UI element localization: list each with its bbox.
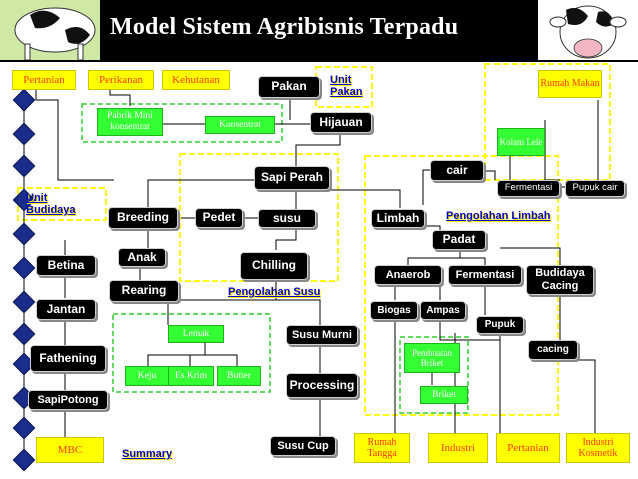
- cow-image-left: [0, 0, 100, 60]
- node-susu: susu: [258, 209, 316, 228]
- node-pedet: Pedet: [195, 208, 243, 228]
- node-industri: Industri: [428, 433, 488, 463]
- node-mbc: MBC: [36, 437, 104, 463]
- node-kolam-lele: Kolam Lele: [497, 128, 545, 156]
- node-sapipotong: SapiPotong: [28, 390, 108, 410]
- node-limbah: Limbah: [371, 209, 425, 228]
- node-anaerob: Anaerob: [374, 265, 442, 285]
- title-bar: [0, 0, 638, 62]
- label-pengolahan-limbah: Pengolahan Limbah: [446, 210, 551, 222]
- node-sapi-perah: Sapi Perah: [254, 166, 330, 190]
- node-chilling: Chilling: [240, 252, 308, 280]
- node-hijauan: Hijauan: [310, 112, 372, 133]
- node-pupuk: Pupuk: [476, 316, 524, 334]
- node-jantan: Jantan: [36, 299, 96, 320]
- node-rumah-tangga: Rumah Tangga: [354, 433, 410, 463]
- node-cacing: cacing: [528, 340, 578, 360]
- node-rumah-makan: Rumah Makan: [538, 70, 602, 98]
- node-es-krim: Es Krim: [168, 366, 214, 386]
- node-pembuatan-briket: Pembuatan Briket: [404, 343, 460, 373]
- node-susu-cup: Susu Cup: [270, 436, 336, 456]
- node-biogas: Biogas: [370, 301, 418, 320]
- node-pabrik-mini-konsentrat: Pabrik Mini konsentrat: [97, 108, 163, 136]
- node-pupuk-cair: Pupuk cair: [565, 180, 625, 197]
- node-konsentrat: Konsentrat: [205, 116, 275, 134]
- node-cair: cair: [430, 160, 484, 181]
- node-butter: Butter: [217, 366, 261, 386]
- node-anak: Anak: [118, 248, 166, 267]
- node-breeding: Breeding: [108, 207, 178, 229]
- node-ampas: Ampas: [420, 301, 466, 320]
- page-title: Model Sistem Agribisnis Terpadu: [110, 14, 459, 40]
- node-keju: Keju: [125, 366, 169, 386]
- label-unit-budidaya: Unit Budidaya: [26, 192, 76, 217]
- node-processing: Processing: [286, 373, 358, 398]
- node-perikanan: Perikanan: [88, 70, 154, 90]
- node-pakan: Pakan: [258, 76, 320, 98]
- node-padat: Padat: [432, 230, 486, 250]
- node-fermentasi-cair: Fermentasi: [497, 180, 560, 197]
- node-industri-kosmetik: Industri Kosmetik: [566, 433, 630, 463]
- node-fathening: Fathening: [30, 345, 106, 372]
- node-susu-murni: Susu Murni: [286, 325, 358, 345]
- node-pertanian: Pertanian: [12, 70, 76, 90]
- node-pertanian-bottom: Pertanian: [496, 433, 560, 463]
- node-lemak: Lemak: [168, 325, 224, 343]
- node-briket: Briket: [420, 386, 468, 404]
- summary-link[interactable]: Summary: [122, 447, 173, 460]
- label-unit-pakan: Unit Pakan: [330, 74, 363, 99]
- label-pengolahan-susu: Pengolahan Susu: [228, 286, 321, 298]
- node-kehutanan: Kehutanan: [162, 70, 230, 90]
- node-fermentasi-padat: Fermentasi: [448, 265, 522, 285]
- node-budidaya-cacing: Budidaya Cacing: [526, 265, 594, 295]
- node-betina: Betina: [36, 255, 96, 276]
- node-rearing: Rearing: [109, 280, 179, 302]
- cow-image-right: [538, 0, 638, 60]
